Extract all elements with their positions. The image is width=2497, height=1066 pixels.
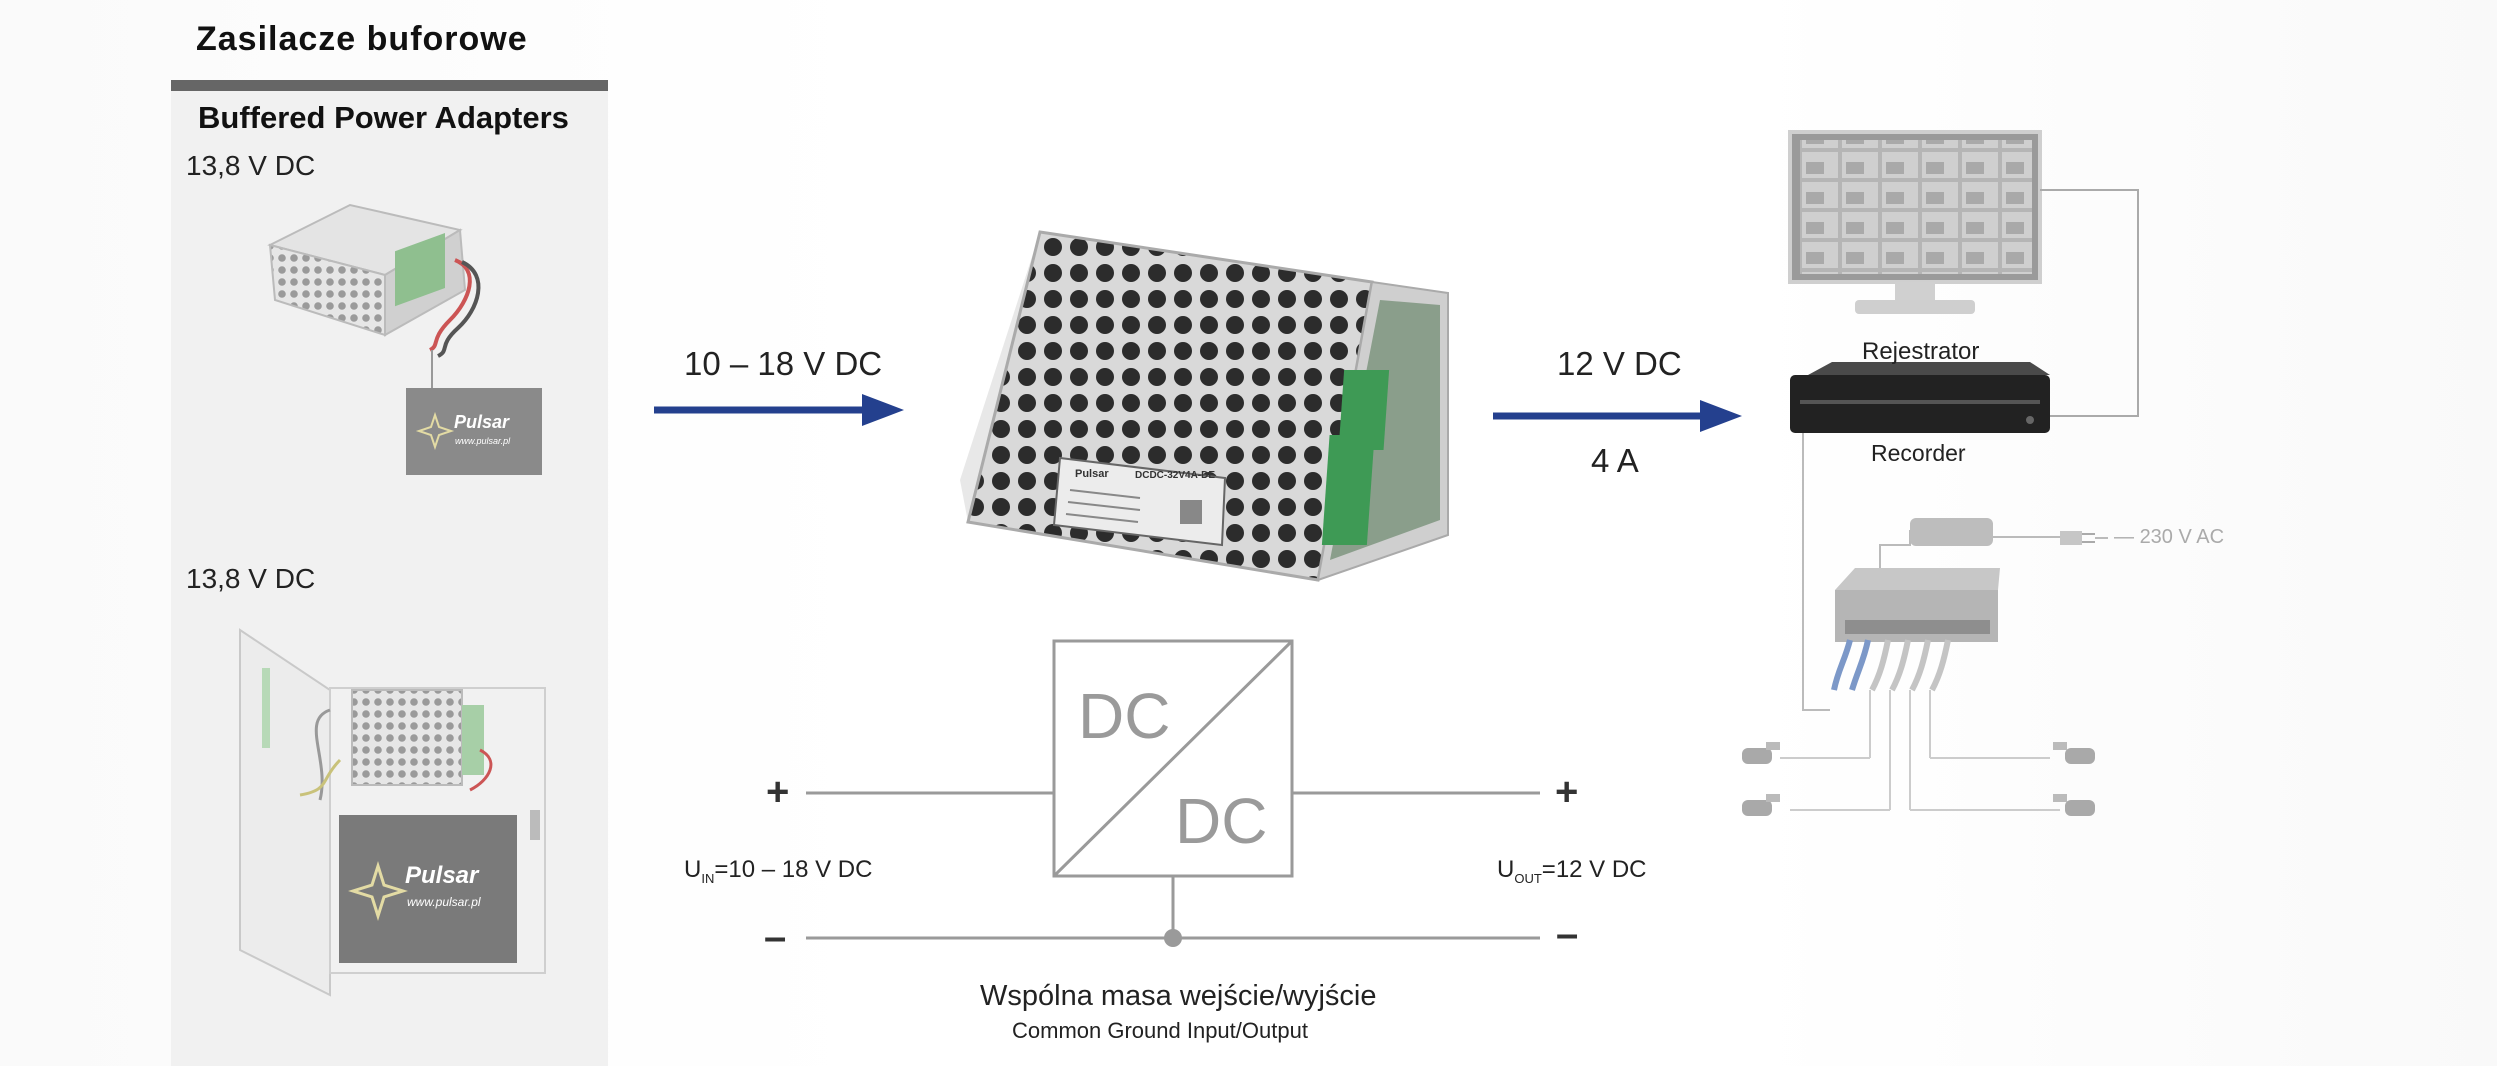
sidebar-divider — [171, 80, 608, 91]
output-arrow — [1493, 400, 1742, 432]
recorder-label-en: Recorder — [1871, 440, 1966, 466]
pulsar-logo-1 — [406, 388, 542, 475]
pulsar-brand-text-1: Pulsar — [454, 412, 510, 432]
input-voltage-spec: UIN=10 – 18 V DC — [684, 856, 873, 886]
output-current-label: 4 A — [1591, 442, 1639, 479]
monitor-image — [1788, 130, 2042, 314]
power-adapter-image — [1910, 518, 2108, 546]
common-ground-label-en: Common Ground Input/Output — [1012, 1018, 1308, 1043]
input-plus-sign: + — [766, 770, 790, 814]
svg-text:Pulsar: Pulsar — [1075, 468, 1109, 480]
recorder-label-pl: Rejestrator — [1862, 338, 1980, 365]
system-wiring — [1780, 189, 2139, 811]
input-minus-sign: – — [764, 915, 787, 959]
dcdc-converter-image: Pulsar DCDC-32V4A-DE — [960, 230, 1449, 582]
output-voltage-label: 12 V DC — [1557, 345, 1682, 382]
output-voltage-spec: UOUT=12 V DC — [1497, 856, 1647, 886]
page-title: Zasilacze buforowe — [196, 20, 528, 58]
sidebar-subtitle: Buffered Power Adapters — [198, 100, 569, 135]
product-2-voltage: 13,8 V DC — [186, 563, 316, 594]
output-minus-sign: – — [1556, 912, 1579, 956]
pulsar-logo-2 — [339, 815, 517, 963]
camera-icon — [2053, 742, 2095, 764]
camera-icon — [2053, 794, 2095, 816]
output-plus-sign: + — [1555, 770, 1579, 814]
camera-icon — [1742, 742, 1780, 764]
camera-icon — [1742, 794, 1780, 816]
product-1-voltage: 13,8 V DC — [186, 150, 316, 181]
pulsar-brand-text-2: Pulsar — [405, 862, 479, 889]
svg-text:DC: DC — [1078, 680, 1170, 752]
input-arrow — [654, 394, 904, 426]
svg-text:DC: DC — [1175, 785, 1267, 857]
common-ground-label-pl: Wspólna masa wejście/wyjście — [980, 980, 1377, 1012]
recorder-image — [1790, 362, 2050, 433]
dcdc-schematic: DC DC — [806, 639, 1540, 947]
mains-voltage-label: — 230 V AC — [2114, 526, 2225, 548]
product-1-image — [267, 203, 481, 388]
pulsar-url-text-1: www.pulsar.pl — [455, 436, 511, 446]
pulsar-url-text-2: www.pulsar.pl — [407, 895, 481, 909]
network-switch-image — [1831, 568, 2000, 692]
svg-text:DCDC-32V4A-DE: DCDC-32V4A-DE — [1135, 470, 1215, 481]
input-voltage-label: 10 – 18 V DC — [684, 345, 883, 382]
ground-node — [1164, 929, 1182, 947]
